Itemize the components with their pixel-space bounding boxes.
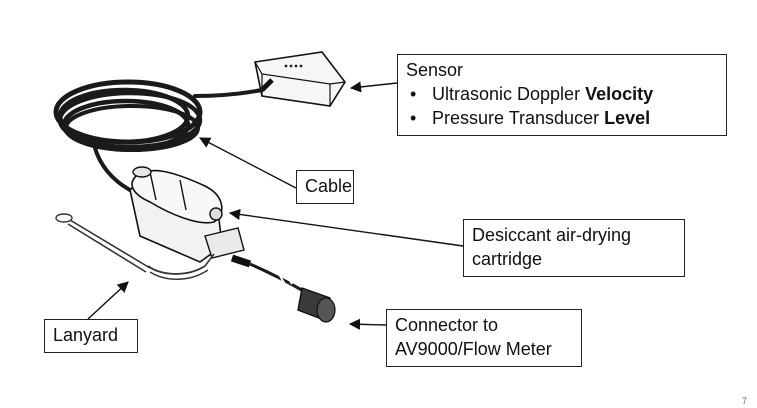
connector-cable [230,254,336,323]
sensor-bullet: Ultrasonic Doppler Velocity [406,82,718,106]
lanyard-label: Lanyard [53,325,119,345]
desiccant-arrow [228,208,464,247]
lanyard-strap [55,213,215,280]
cable-label: Cable [305,176,353,196]
cable-coil [53,79,264,192]
sensor-bullet-list: Ultrasonic Doppler Velocity Pressure Tra… [406,82,718,130]
desiccant-housing [129,166,245,263]
lanyard-callout: Lanyard [44,319,138,353]
connector-callout: Connector to AV9000/Flow Meter [386,309,582,367]
desiccant-label-line-2: cartridge [472,249,543,269]
connector-label-line-2: AV9000/Flow Meter [395,339,552,359]
desiccant-callout: Desiccant air-drying cartridge [463,219,685,277]
sensor-head [254,51,346,107]
sensor-callout: Sensor Ultrasonic Doppler Velocity Press… [397,54,727,136]
page-number: 7 [741,396,747,406]
cable-callout: Cable [296,170,354,204]
sensor-bullet: Pressure Transducer Level [406,106,718,130]
connector-arrow [348,318,387,330]
sensor-arrow [349,81,398,93]
cable-arrow [199,137,297,189]
lanyard-arrow [87,281,129,320]
sensor-title: Sensor [406,60,464,80]
connector-label-line-1: Connector to [395,315,499,335]
desiccant-label-line-1: Desiccant air-drying [472,225,632,245]
